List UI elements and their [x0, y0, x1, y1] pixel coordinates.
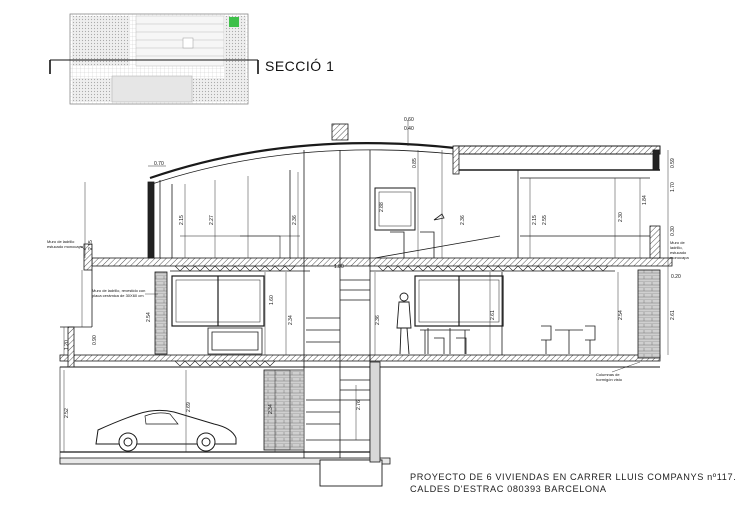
dim-upper-j: 1.84: [642, 195, 648, 205]
dim-upper-g: 2.15: [532, 215, 538, 225]
note-wall-left-lower-2: placa cerámica de 30X60 cm: [92, 293, 144, 298]
dim-upper-a: 2.15: [179, 215, 185, 225]
note-wall-right-3: estucado: [670, 250, 687, 255]
title-block-line1: PROYECTO DE 6 VIVIENDAS EN CARRER LLUIS …: [410, 472, 737, 482]
dim-left-mid: 2.54: [146, 312, 152, 322]
person-figure: [396, 292, 412, 355]
dim-upper-h: 2.55: [542, 215, 548, 225]
dim-top-b: 0.40: [404, 126, 414, 132]
dim-base-a: 0.90: [92, 335, 98, 345]
car-silhouette: [95, 409, 237, 452]
dim-right-3: 2.61: [670, 310, 676, 320]
note-wall-right-4: monocapa: [670, 255, 689, 260]
dim-mid-d: 2.61: [490, 310, 496, 320]
dim-garage-a: 2.52: [64, 408, 70, 418]
dim-right-2: 0.20: [671, 274, 681, 280]
note-column-1: Columnas de: [596, 372, 620, 377]
dim-mid-a: 1.60: [269, 295, 275, 305]
note-wall-left-upper-1: Muro de ladrillo: [47, 239, 75, 244]
dim-left-roof: 0.70: [154, 161, 164, 167]
dim-left-base: 1.20: [64, 340, 70, 350]
dim-right-1: 0.30: [670, 226, 676, 236]
dim-upper-e: 2.88: [379, 202, 385, 212]
dim-garage-b: 2.69: [186, 402, 192, 412]
dim-garage-d: 2.76: [356, 400, 362, 410]
dim-garage-c: 2.34: [268, 404, 274, 414]
dim-stair-a: 1.80: [334, 264, 344, 270]
chimney: [331, 123, 349, 141]
annotations: Muro de ladrillo estucado monocapa Muro …: [47, 239, 689, 382]
title-block: PROYECTO DE 6 VIVIENDAS EN CARRER LLUIS …: [410, 471, 736, 495]
table-right: [541, 325, 596, 354]
section-label: SECCIÓ 1: [265, 58, 335, 74]
note-column-2: hormigón visto: [596, 377, 623, 382]
dim-upper-i: 2.30: [618, 212, 624, 222]
note-wall-right-2: ladrillo,: [670, 245, 683, 250]
dim-mid-b: 2.34: [288, 315, 294, 325]
title-block-line2: CALDES D'ESTRAC 080393 BARCELONA: [410, 484, 607, 494]
dim-right-mid: 1.70: [670, 182, 676, 192]
dim-upper-f: 2.36: [460, 215, 466, 225]
dining-furniture: [420, 328, 470, 354]
dim-upper-d: 0.85: [412, 158, 418, 168]
building-section: [59, 123, 673, 487]
note-wall-left-lower-1: Muro de ladrillo, revestido con: [92, 288, 145, 293]
dimension-labels: 0.60 0.40 0.70 0.59 1.70 0.30 0.20 2.61 …: [64, 117, 681, 418]
dim-left-upper: 2.15: [88, 240, 94, 250]
dim-mid-e: 2.54: [618, 310, 624, 320]
dim-upper-b: 2.27: [209, 215, 215, 225]
green-marker: [229, 17, 239, 27]
dim-right-top: 0.59: [670, 158, 676, 168]
dim-top-a: 0.60: [404, 117, 414, 123]
note-wall-right-1: Muro de: [670, 240, 685, 245]
dim-mid-c: 2.36: [375, 315, 381, 325]
note-wall-left-upper-2: estucado monocapa: [47, 244, 84, 249]
key-plan: [49, 13, 259, 105]
staircase: [306, 279, 370, 441]
dimension-lines: [63, 120, 669, 452]
dim-upper-c: 2.36: [292, 215, 298, 225]
